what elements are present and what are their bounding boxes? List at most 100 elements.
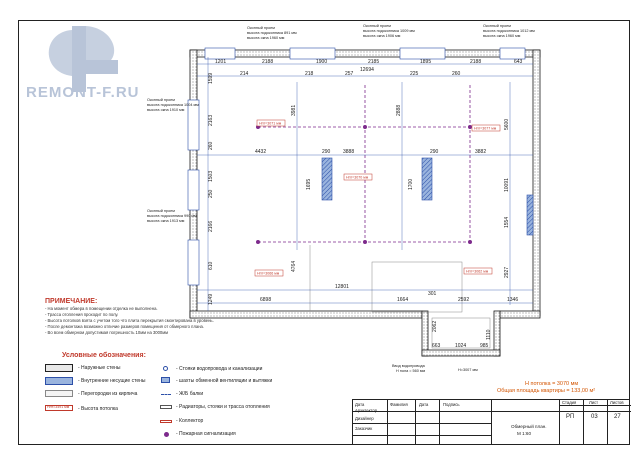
legend-title: Условные обозначения:: [62, 352, 146, 359]
dim-inner-9: 1695: [306, 179, 312, 190]
window-4-l2: высота подоконника 1004 мм: [147, 103, 199, 107]
tb-row-client: Заказчик: [355, 426, 373, 431]
dim-inner-13: 1554: [504, 217, 510, 228]
summary-area: Общая площадь квартиры = 133,00 м²: [497, 388, 596, 394]
dim-top2-3: 257: [345, 71, 354, 77]
dim-inner-1: 4432: [255, 149, 266, 155]
dim-inner-20: 1346: [507, 297, 518, 303]
window-1-l2: высота подоконника 891 мм: [247, 31, 297, 35]
tb-col-signature: Подпись: [443, 402, 460, 407]
dim-bottom-2: 1024: [455, 343, 466, 349]
tb-stage-header: Стадия: [562, 400, 577, 405]
dimensions-inner: 4432 290 3888 290 3882 3981 2888 5600 16…: [255, 105, 518, 303]
dim-top2-1: 214: [240, 71, 249, 77]
dim-left-1: 1599: [208, 73, 214, 84]
notes-title: ПРИМЕЧАНИЕ:: [45, 298, 98, 305]
columns: [321, 157, 534, 236]
window-5-l3: высота окна 1913 мм: [147, 219, 185, 223]
note-item: - После демонтажа возможно отличие разме…: [45, 324, 205, 329]
note-item: - Высота потолков взята с учетом того чт…: [45, 318, 214, 323]
window-3-l2: высота подоконника 1012 мм: [483, 29, 535, 33]
entry-line1: Ввод водопровода: [392, 364, 426, 368]
dim-bottom-4: 2062: [432, 321, 438, 332]
dim-top-7: 643: [514, 59, 523, 65]
dim-left-8: 1249: [208, 294, 214, 305]
dim-bottom-3: 985: [480, 343, 489, 349]
ceiling-tag-5: Нпт=3062 мм: [466, 270, 489, 274]
window-1-l3: высота окна 1960 мм: [247, 36, 285, 40]
swatch-ceiling: [45, 405, 73, 411]
swatch-collector: [160, 420, 172, 423]
window-4-l3: высота окна 1910 мм: [147, 108, 185, 112]
window-2-l3: высота окна 1906 мм: [363, 34, 401, 38]
note-item: - На момент обмера в помещении отделка н…: [45, 306, 158, 311]
dim-top2-5: 225: [410, 71, 419, 77]
dim-inner-12: 4764: [291, 261, 297, 272]
ceiling-tag-2: Нпт=3070 мм: [346, 176, 369, 180]
dim-left-6: 2166: [208, 221, 214, 232]
tb-sheet-name: Обмерный план.: [511, 424, 547, 429]
fire-alarm-icon: [164, 432, 169, 437]
window-openings: [187, 47, 526, 286]
dim-left-5: 250: [208, 189, 214, 198]
dim-top-1: 1201: [215, 59, 226, 65]
dim-top-4: 2185: [368, 59, 379, 65]
dim-inner-3: 3888: [343, 149, 354, 155]
tb-sheets-header: Листов: [610, 400, 624, 405]
dim-inner-14: 2927: [504, 267, 510, 278]
note-item: - Трасса отопления проходит по полу.: [45, 312, 119, 317]
dim-left-4: 1503: [208, 171, 214, 182]
entry-line2: Н пола = 560 мм: [396, 369, 426, 373]
dim-top2-6: 260: [452, 71, 461, 77]
dimensions-top: 1201 2188 1900 2185 1895 2188 643 214 21…: [215, 59, 523, 77]
dim-inner-19: 2592: [458, 297, 469, 303]
logo-mark: [48, 26, 118, 92]
window-5-l1: Оконный проем: [147, 209, 175, 213]
dim-top2-4: 12694: [360, 67, 374, 73]
window-3-l3: высота окна 1960 мм: [483, 34, 521, 38]
dim-inner-2: 290: [322, 149, 331, 155]
dimensions-left: 1599 2163 260 1503 250 2166 610 1249: [208, 73, 214, 305]
window-5-l2: высота подоконника 990 мм: [147, 214, 197, 218]
legend-collector: - Коллектор: [176, 418, 204, 424]
dim-inner-6: 3981: [291, 105, 297, 116]
note-item: - Во всем обмерном допустимая погрешност…: [45, 330, 169, 335]
window-2-l2: высота подоконника 1009 мм: [363, 29, 415, 33]
dim-top2-2: 218: [305, 71, 314, 77]
dim-left-7: 610: [208, 261, 214, 270]
tb-sheets: 27: [614, 414, 621, 420]
tb-sheet-header: Лист: [589, 400, 599, 405]
dim-inner-10: 1700: [408, 179, 414, 190]
dim-inner-15: 12801: [335, 284, 349, 290]
dim-inner-4: 290: [430, 149, 439, 155]
dim-inner-16: 6898: [260, 297, 271, 303]
tb-col-surname: Фамилия: [390, 402, 408, 407]
ceiling-tag-4: Нпт=3066 мм: [257, 272, 280, 276]
window-2-l1: Оконный проем: [363, 24, 391, 28]
tb-row-date: Дата: [355, 402, 365, 407]
dim-bottom-5: 1110: [486, 329, 492, 340]
legend-beam: - Ж/Б балки: [176, 391, 204, 397]
swatch-riser: [163, 366, 168, 371]
swatch-inner-wall: [45, 377, 73, 385]
legend-radiator: - Радиаторы, стояки и трасса отопления: [176, 404, 270, 410]
dim-top-5: 1895: [420, 59, 431, 65]
swatch-brick-wall: [45, 390, 73, 397]
dim-inner-5: 3882: [475, 149, 486, 155]
swatch-radiator: [160, 405, 172, 409]
ceiling-tag-1: Нпт=3071 мм: [259, 122, 282, 126]
window-4-l1: Оконный проем: [147, 98, 175, 102]
partitions: [309, 245, 491, 349]
fire-alarm-lines: [258, 85, 471, 245]
logo-text: REMONT-F.RU: [26, 84, 140, 101]
summary-block: Н потолка = 3070 мм Общая площадь кварти…: [497, 381, 595, 395]
dim-inner-8: 5600: [504, 119, 510, 130]
legend-vent-shaft: - шахты обменной вентиляции и вытяжки: [176, 378, 273, 384]
outer-walls: [189, 49, 541, 357]
dim-left-3: 260: [208, 141, 214, 150]
tb-row-designer: Дизайнер: [355, 416, 374, 421]
legend-ceiling-sample: Нпт=3491 мм: [47, 405, 70, 409]
entry-line3: Н=3007 мм: [458, 368, 478, 372]
